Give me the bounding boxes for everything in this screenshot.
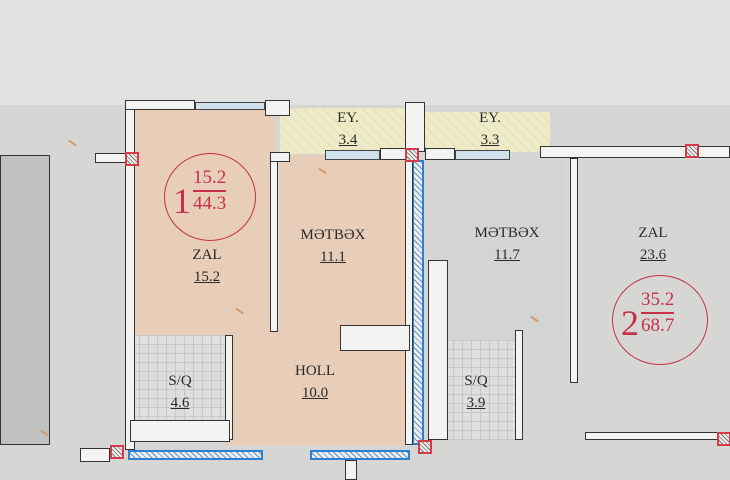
wall — [405, 160, 413, 445]
window — [325, 150, 380, 160]
wall — [405, 102, 425, 152]
wall — [345, 460, 357, 480]
wall — [570, 158, 578, 383]
wall — [265, 100, 290, 116]
column — [717, 432, 730, 446]
balcony-2 — [422, 112, 550, 152]
door-arrow — [68, 139, 77, 147]
kitchen-counter — [340, 325, 410, 351]
kitchen-counter-2 — [428, 260, 448, 440]
room-kitchen-1 — [280, 155, 415, 335]
living-area: 15.2 — [193, 166, 227, 192]
exterior-wall — [310, 450, 410, 460]
column — [405, 148, 419, 162]
apartment-number: 2 — [621, 303, 639, 343]
total-area: 44.3 — [193, 193, 227, 214]
window — [455, 150, 510, 160]
apartment-number: 1 — [173, 181, 191, 221]
wall — [540, 146, 730, 158]
column — [110, 445, 124, 459]
wall — [80, 448, 110, 462]
total-area: 68.7 — [641, 315, 675, 336]
bathtub — [130, 420, 230, 442]
column — [125, 152, 139, 166]
wall — [125, 100, 195, 110]
living-area: 35.2 — [641, 288, 675, 314]
wall — [270, 152, 278, 332]
window — [195, 102, 265, 110]
wall — [425, 148, 455, 160]
room-label-balcony-2: EY.3.3 — [479, 110, 501, 148]
paper-background — [0, 0, 730, 105]
party-wall — [412, 160, 424, 445]
room-label-balcony-1: EY.3.4 — [337, 110, 359, 148]
column — [418, 440, 432, 454]
wall — [585, 432, 725, 440]
wall — [515, 330, 523, 440]
stairwell — [0, 155, 50, 445]
wall — [270, 152, 290, 162]
exterior-wall — [128, 450, 263, 460]
room-kitchen-2 — [430, 160, 565, 340]
room-bathroom-2 — [435, 340, 515, 440]
balcony-1 — [280, 108, 408, 154]
column — [685, 144, 699, 158]
